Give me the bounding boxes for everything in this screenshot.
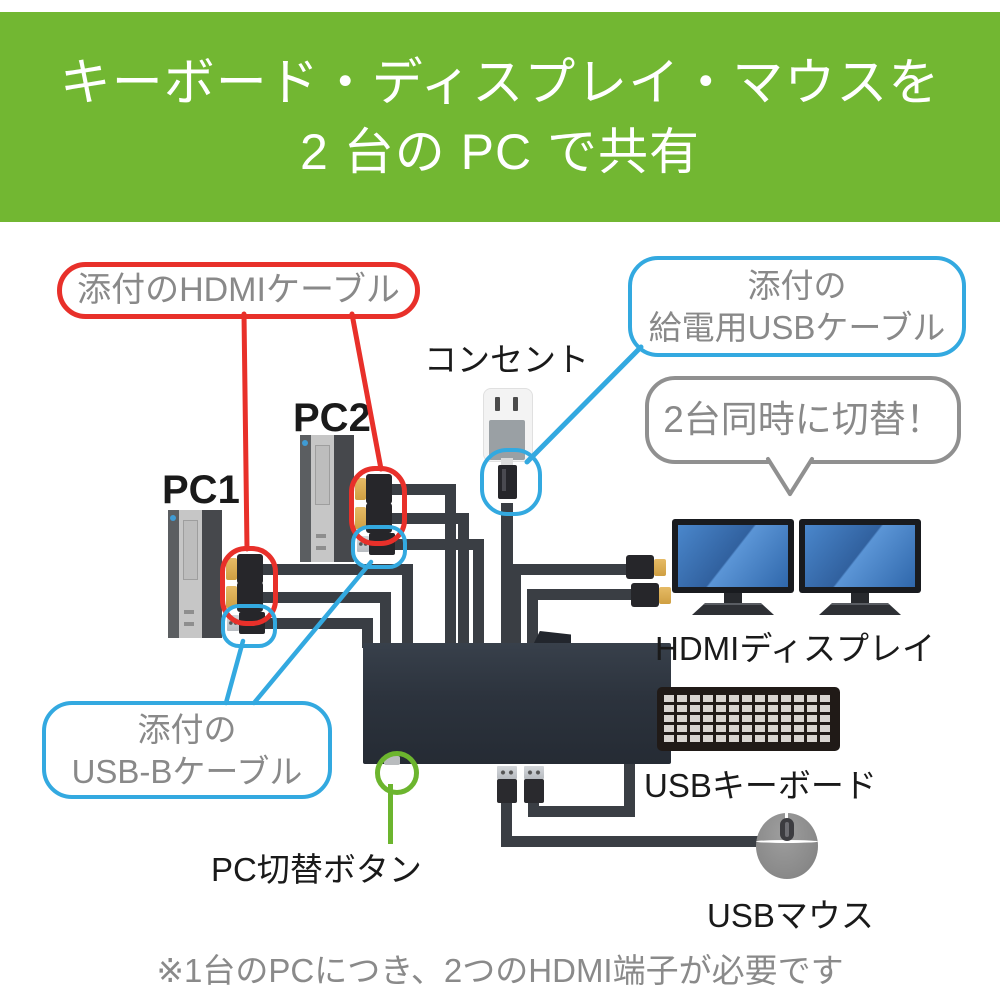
callout-hdmi-cable-text: 添付のHDMIケーブル xyxy=(77,271,400,309)
cable-segment xyxy=(390,513,469,524)
cable-segment xyxy=(402,575,413,648)
pc2-tower-icon xyxy=(300,435,354,562)
cable-segment xyxy=(390,484,456,495)
mouse-icon xyxy=(756,813,818,879)
outlet-label: コンセント xyxy=(424,341,589,378)
callout-simultaneous-switch: 2台同時に切替！ xyxy=(645,376,961,464)
switch-detail xyxy=(533,631,571,645)
blue-pointer-line-usbb-pc1 xyxy=(223,638,246,706)
switch-button-highlight-ring xyxy=(375,751,419,795)
callout-simultaneous-switch-text: 2台同時に切替！ xyxy=(663,399,943,440)
pc1-tower-icon xyxy=(168,510,222,638)
monitor-icon xyxy=(799,519,921,615)
hdmi-connector-icon xyxy=(626,555,666,585)
usb-a-connector-icon xyxy=(524,766,544,803)
cable-segment xyxy=(458,524,469,648)
cable-segment xyxy=(501,836,758,847)
header-banner: キーボード・ディスプレイ・マウスを 2 台の PC で共有 xyxy=(0,12,1000,222)
monitor-icon xyxy=(672,519,794,615)
cable-segment xyxy=(528,806,635,817)
adapter-port-icon xyxy=(501,458,513,467)
pc2-label: PC2 xyxy=(293,396,371,440)
callout-usb-b-line2: USB-Bケーブル xyxy=(71,753,303,790)
callout-power-usb-cable: 添付の 給電用USBケーブル xyxy=(628,256,966,357)
callout-hdmi-cable: 添付のHDMIケーブル xyxy=(57,262,420,319)
cable-segment xyxy=(510,575,521,648)
gray-callout-tail-edge xyxy=(766,457,792,496)
gray-callout-tail-edge xyxy=(788,457,814,496)
cable-segment xyxy=(501,801,512,840)
callout-power-usb-line2: 給電用USBケーブル xyxy=(648,309,946,346)
cable-segment xyxy=(473,550,484,648)
power-usb-highlight-ring xyxy=(480,448,542,516)
usb-b-highlight-ring xyxy=(221,604,277,648)
red-pointer-line-pc1 xyxy=(241,311,250,552)
keyboard-label: USBキーボード xyxy=(644,767,877,804)
switch-button-pointer-line xyxy=(388,784,393,844)
mouse-label: USBマウス xyxy=(707,897,874,934)
cable-segment xyxy=(527,589,633,600)
pc1-label: PC1 xyxy=(162,468,240,512)
keyboard-icon xyxy=(657,687,840,751)
callout-power-usb-line1: 添付の xyxy=(747,267,847,304)
switch-button-label: PC切替ボタン xyxy=(211,851,422,888)
cable-segment xyxy=(261,592,391,603)
title-line2: 2 台の PC で共有 xyxy=(300,124,700,180)
cable-segment xyxy=(380,603,391,648)
kvm-switch-icon xyxy=(363,643,671,764)
hdmi-connector-icon xyxy=(631,583,671,613)
usb-b-highlight-ring xyxy=(351,525,407,569)
cable-segment xyxy=(510,564,628,575)
title-line1: キーボード・ディスプレイ・マウスを xyxy=(59,54,941,111)
cable-segment xyxy=(445,495,456,648)
cable-segment xyxy=(393,539,484,550)
footnote: ※1台のPCにつき、2つのHDMI端子が必要です xyxy=(156,952,844,989)
callout-usb-b-cable: 添付の USB-Bケーブル xyxy=(42,701,332,799)
cable-segment xyxy=(527,600,538,648)
red-pointer-line-pc2 xyxy=(349,311,384,472)
callout-usb-b-line1: 添付の xyxy=(137,711,237,748)
usb-a-connector-icon xyxy=(497,766,517,803)
cable-segment xyxy=(263,618,373,629)
display-label: HDMIディスプレイ xyxy=(655,630,936,667)
